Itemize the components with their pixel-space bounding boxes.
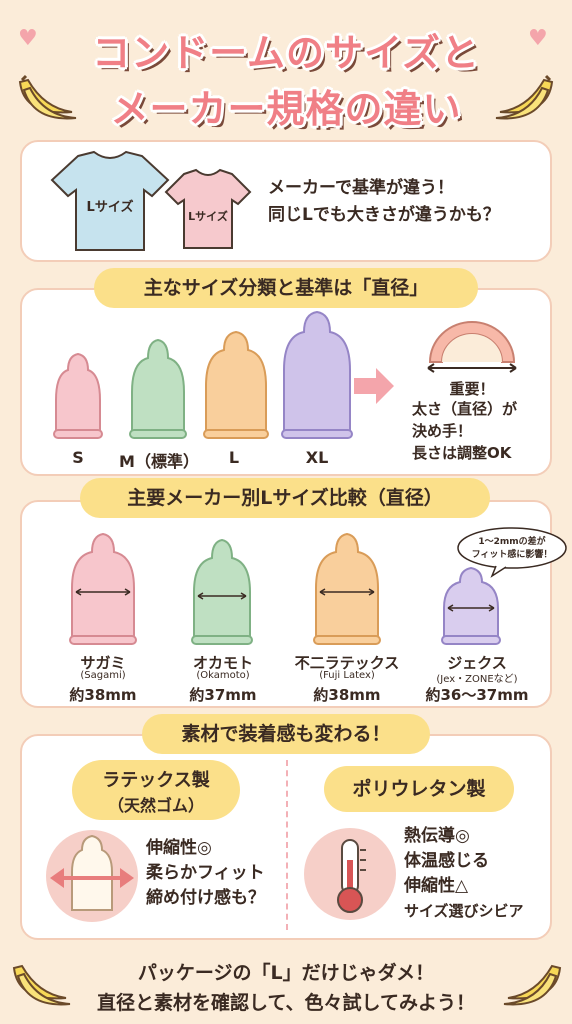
size-label-m: M（標準） xyxy=(119,452,199,471)
condom-icon xyxy=(441,566,501,645)
latex-title-pill xyxy=(72,760,240,820)
pu-point-4: サイズ選びシビア xyxy=(404,902,524,920)
size-note-line1: 重要！ xyxy=(449,380,495,398)
maker-size-fuji: 約38mm xyxy=(313,686,381,704)
maker-name-fuji: 不二ラテックス xyxy=(294,654,400,672)
maker-sub-fuji: (Fuji Latex) xyxy=(319,670,375,681)
banana-icon xyxy=(495,74,554,120)
maker-name-jex: ジェクス xyxy=(447,654,507,672)
condom-icon xyxy=(69,532,137,645)
material-divider xyxy=(286,760,288,930)
maker-sub-jex: (Jex・ZONEなど) xyxy=(436,674,518,685)
heart-icon: ♥ xyxy=(528,26,548,51)
latex-point-2: 柔らかフィット xyxy=(146,863,265,883)
size-note-line3: 決め手！ xyxy=(412,422,473,440)
maker-size-jex: 約36〜37mm xyxy=(425,686,529,704)
footer-line1: パッケージの「L」だけじゃダメ！ xyxy=(137,962,435,984)
size-label-xl: XL xyxy=(305,448,329,467)
maker-sub-okamoto: (Okamoto) xyxy=(196,670,250,681)
material-section-heading: 素材で装着感も変わる！ xyxy=(142,714,430,754)
maker-sub-sagami: (Sagami) xyxy=(80,670,126,681)
pu-point-1: 熱伝導◎ xyxy=(404,826,470,846)
condom-icon xyxy=(191,538,253,645)
maker-size-okamoto: 約37mm xyxy=(189,686,257,704)
latex-point-1: 伸縮性◎ xyxy=(146,838,212,858)
arrow-right-icon xyxy=(354,368,394,404)
intro-text-line1: メーカーで基準が違う！ xyxy=(268,178,454,198)
size-note-line4: 長さは調整OK xyxy=(412,444,512,462)
heart-icon: ♥ xyxy=(18,26,38,51)
maker-name-sagami: サガミ xyxy=(80,654,126,672)
footer-line2: 直径と素材を確認して、色々試してみよう！ xyxy=(97,992,475,1014)
shirt-large-label: Lサイズ xyxy=(86,200,134,215)
maker-size-sagami: 約38mm xyxy=(69,686,137,704)
condom-icon xyxy=(203,330,269,439)
pu-point-2: 体温感じる xyxy=(404,851,489,871)
latex-title-line2: （天然ゴム） xyxy=(107,796,204,815)
pu-title-pill: ポリウレタン製 xyxy=(324,766,514,812)
maker-section-heading: 主要メーカー別Lサイズ比較（直径） xyxy=(80,478,490,518)
shirt-small-label: Lサイズ xyxy=(188,210,228,223)
size-section-heading: 主なサイズ分類と基準は「直径」 xyxy=(94,268,478,308)
banana-icon xyxy=(503,964,562,1006)
size-label-s: S xyxy=(72,448,84,467)
thermometer-icon xyxy=(304,828,396,920)
tshirt-icon xyxy=(50,150,170,251)
banana-icon xyxy=(18,74,77,120)
page-title-line1: コンドームのサイズと xyxy=(92,31,480,75)
latex-title-line1: ラテックス製 xyxy=(102,770,210,791)
tshirt-icon xyxy=(164,168,252,249)
condom-icon xyxy=(53,352,103,439)
bubble-line2: フィット感に影響！ xyxy=(471,550,553,560)
size-label-l: L xyxy=(228,448,240,467)
condom-icon xyxy=(46,830,138,922)
condom-icon xyxy=(281,310,353,439)
intro-text-line2: 同じLでも大きさが違うかも？ xyxy=(268,205,500,225)
page-title-line2: メーカー規格の違い xyxy=(110,87,462,131)
size-note-line2: 太さ（直径）が xyxy=(412,400,518,418)
latex-point-3: 締め付け感も？ xyxy=(146,888,265,908)
bubble-line1: 1〜2mmの差が xyxy=(478,537,546,547)
condom-icon xyxy=(313,532,381,645)
ruler-arc-icon xyxy=(427,321,517,373)
pu-point-3: 伸縮性△ xyxy=(404,876,469,896)
condom-icon xyxy=(129,338,187,439)
speech-bubble xyxy=(457,527,567,578)
maker-name-okamoto: オカモト xyxy=(192,654,253,672)
banana-icon xyxy=(12,964,71,1006)
